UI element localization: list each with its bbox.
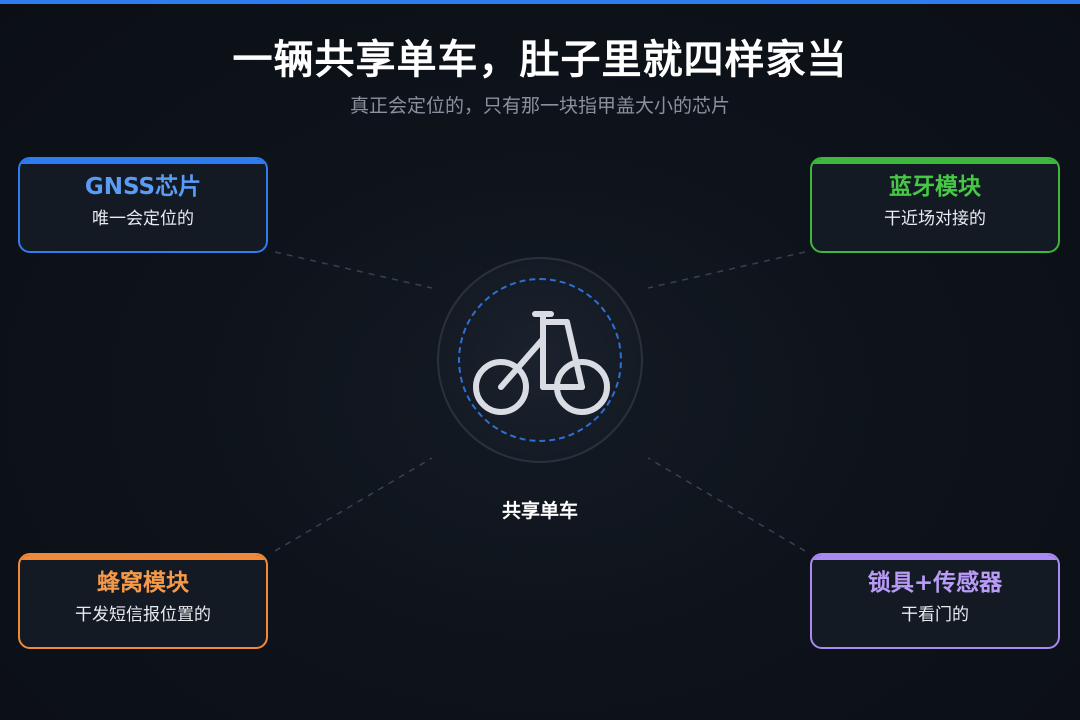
module-card-lock: 锁具+传感器 干看门的 — [810, 553, 1060, 649]
module-desc-gnss: 唯一会定位的 — [92, 209, 194, 229]
connector-bluetooth — [647, 251, 806, 289]
module-title-lock: 锁具+传感器 — [867, 570, 1003, 596]
connector-lock — [647, 457, 806, 552]
connector-cellular — [274, 457, 433, 552]
page-title: 一辆共享单车，肚子里就四样家当 — [232, 37, 848, 83]
page-subtitle: 真正会定位的，只有那一块指甲盖大小的芯片 — [349, 95, 730, 117]
center-label: 共享单车 — [501, 500, 578, 522]
module-card-cellular: 蜂窝模块 干发短信报位置的 — [18, 553, 268, 649]
module-title-gnss: GNSS芯片 — [84, 174, 202, 200]
module-title-cellular: 蜂窝模块 — [97, 570, 189, 596]
center-hub — [437, 257, 643, 463]
module-card-gnss: GNSS芯片 唯一会定位的 — [18, 157, 268, 253]
module-title-bluetooth: 蓝牙模块 — [889, 174, 981, 200]
module-desc-cellular: 干发短信报位置的 — [75, 605, 211, 625]
hub-dashed-ring — [458, 278, 622, 442]
top-accent-bar — [0, 0, 1080, 4]
bicycle-icon — [473, 311, 610, 415]
module-card-bluetooth: 蓝牙模块 干近场对接的 — [810, 157, 1060, 253]
connector-gnss — [274, 251, 433, 289]
module-desc-lock: 干看门的 — [901, 605, 969, 625]
module-desc-bluetooth: 干近场对接的 — [884, 209, 986, 229]
